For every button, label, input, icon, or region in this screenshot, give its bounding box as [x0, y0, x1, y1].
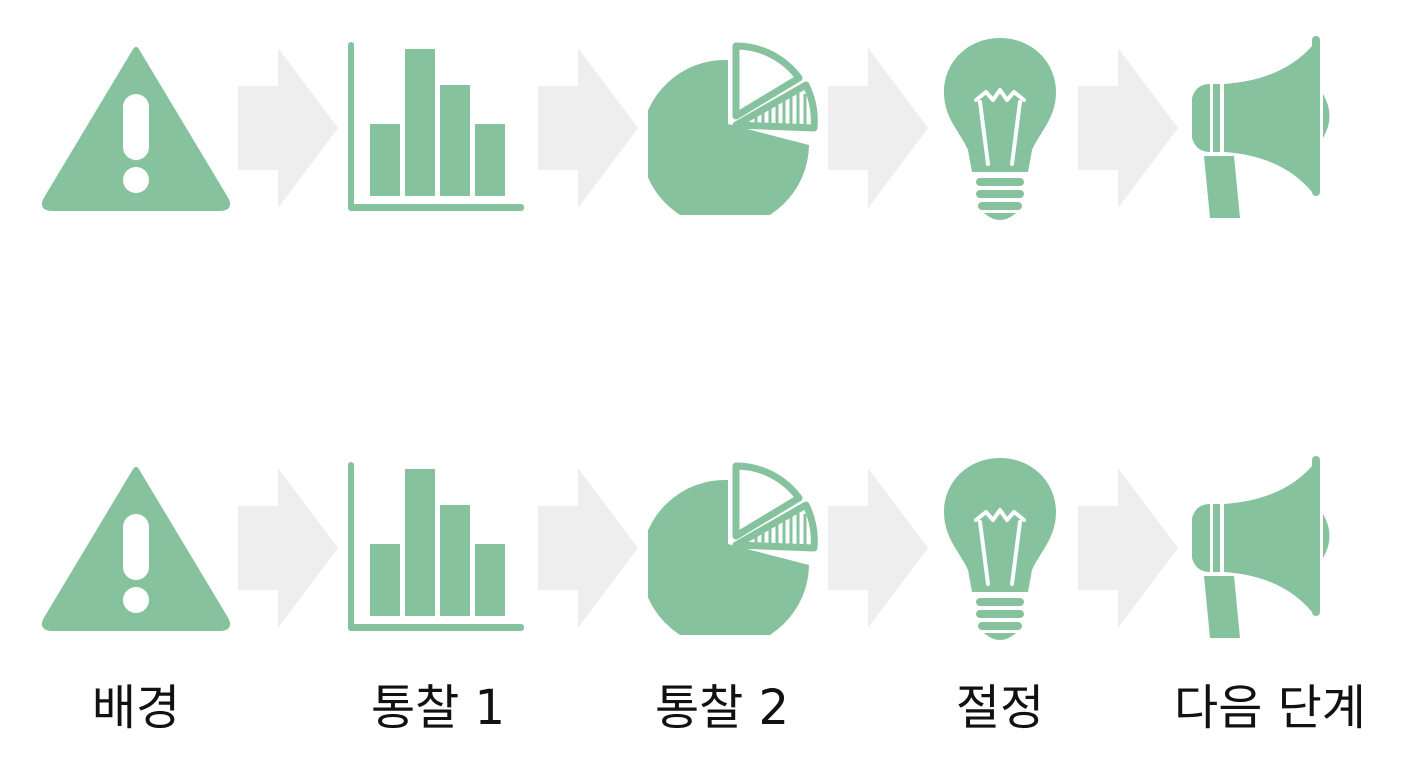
arrow-right-icon: [538, 468, 638, 628]
lightbulb-icon: [942, 36, 1058, 222]
arrow-right-icon: [1078, 48, 1178, 208]
step-label-insight-1: 통찰 1: [370, 680, 506, 736]
row-1: [45, 36, 1330, 228]
warning-icon: [45, 50, 227, 208]
lightbulb-icon: [942, 456, 1058, 642]
bar-chart-icon: [348, 42, 524, 211]
megaphone-icon: [1192, 36, 1330, 218]
arrow-right-icon: [238, 48, 338, 208]
arrow-right-icon: [538, 48, 638, 208]
row-2: [45, 456, 1330, 648]
megaphone-icon: [1192, 456, 1330, 638]
arrow-right-icon: [1078, 468, 1178, 628]
arrow-right-icon: [238, 468, 338, 628]
bar-chart-icon: [348, 462, 524, 631]
arrow-right-icon: [828, 48, 928, 208]
arrow-right-icon: [828, 468, 928, 628]
warning-icon: [45, 470, 227, 628]
step-label-insight-2: 통찰 2: [654, 680, 790, 736]
step-label-next-steps: 다음 단계: [1174, 680, 1366, 736]
pie-chart-icon: [641, 466, 814, 648]
step-label-climax: 절정: [955, 680, 1045, 736]
step-label-background: 배경: [91, 680, 181, 736]
pie-chart-icon: [641, 46, 814, 228]
